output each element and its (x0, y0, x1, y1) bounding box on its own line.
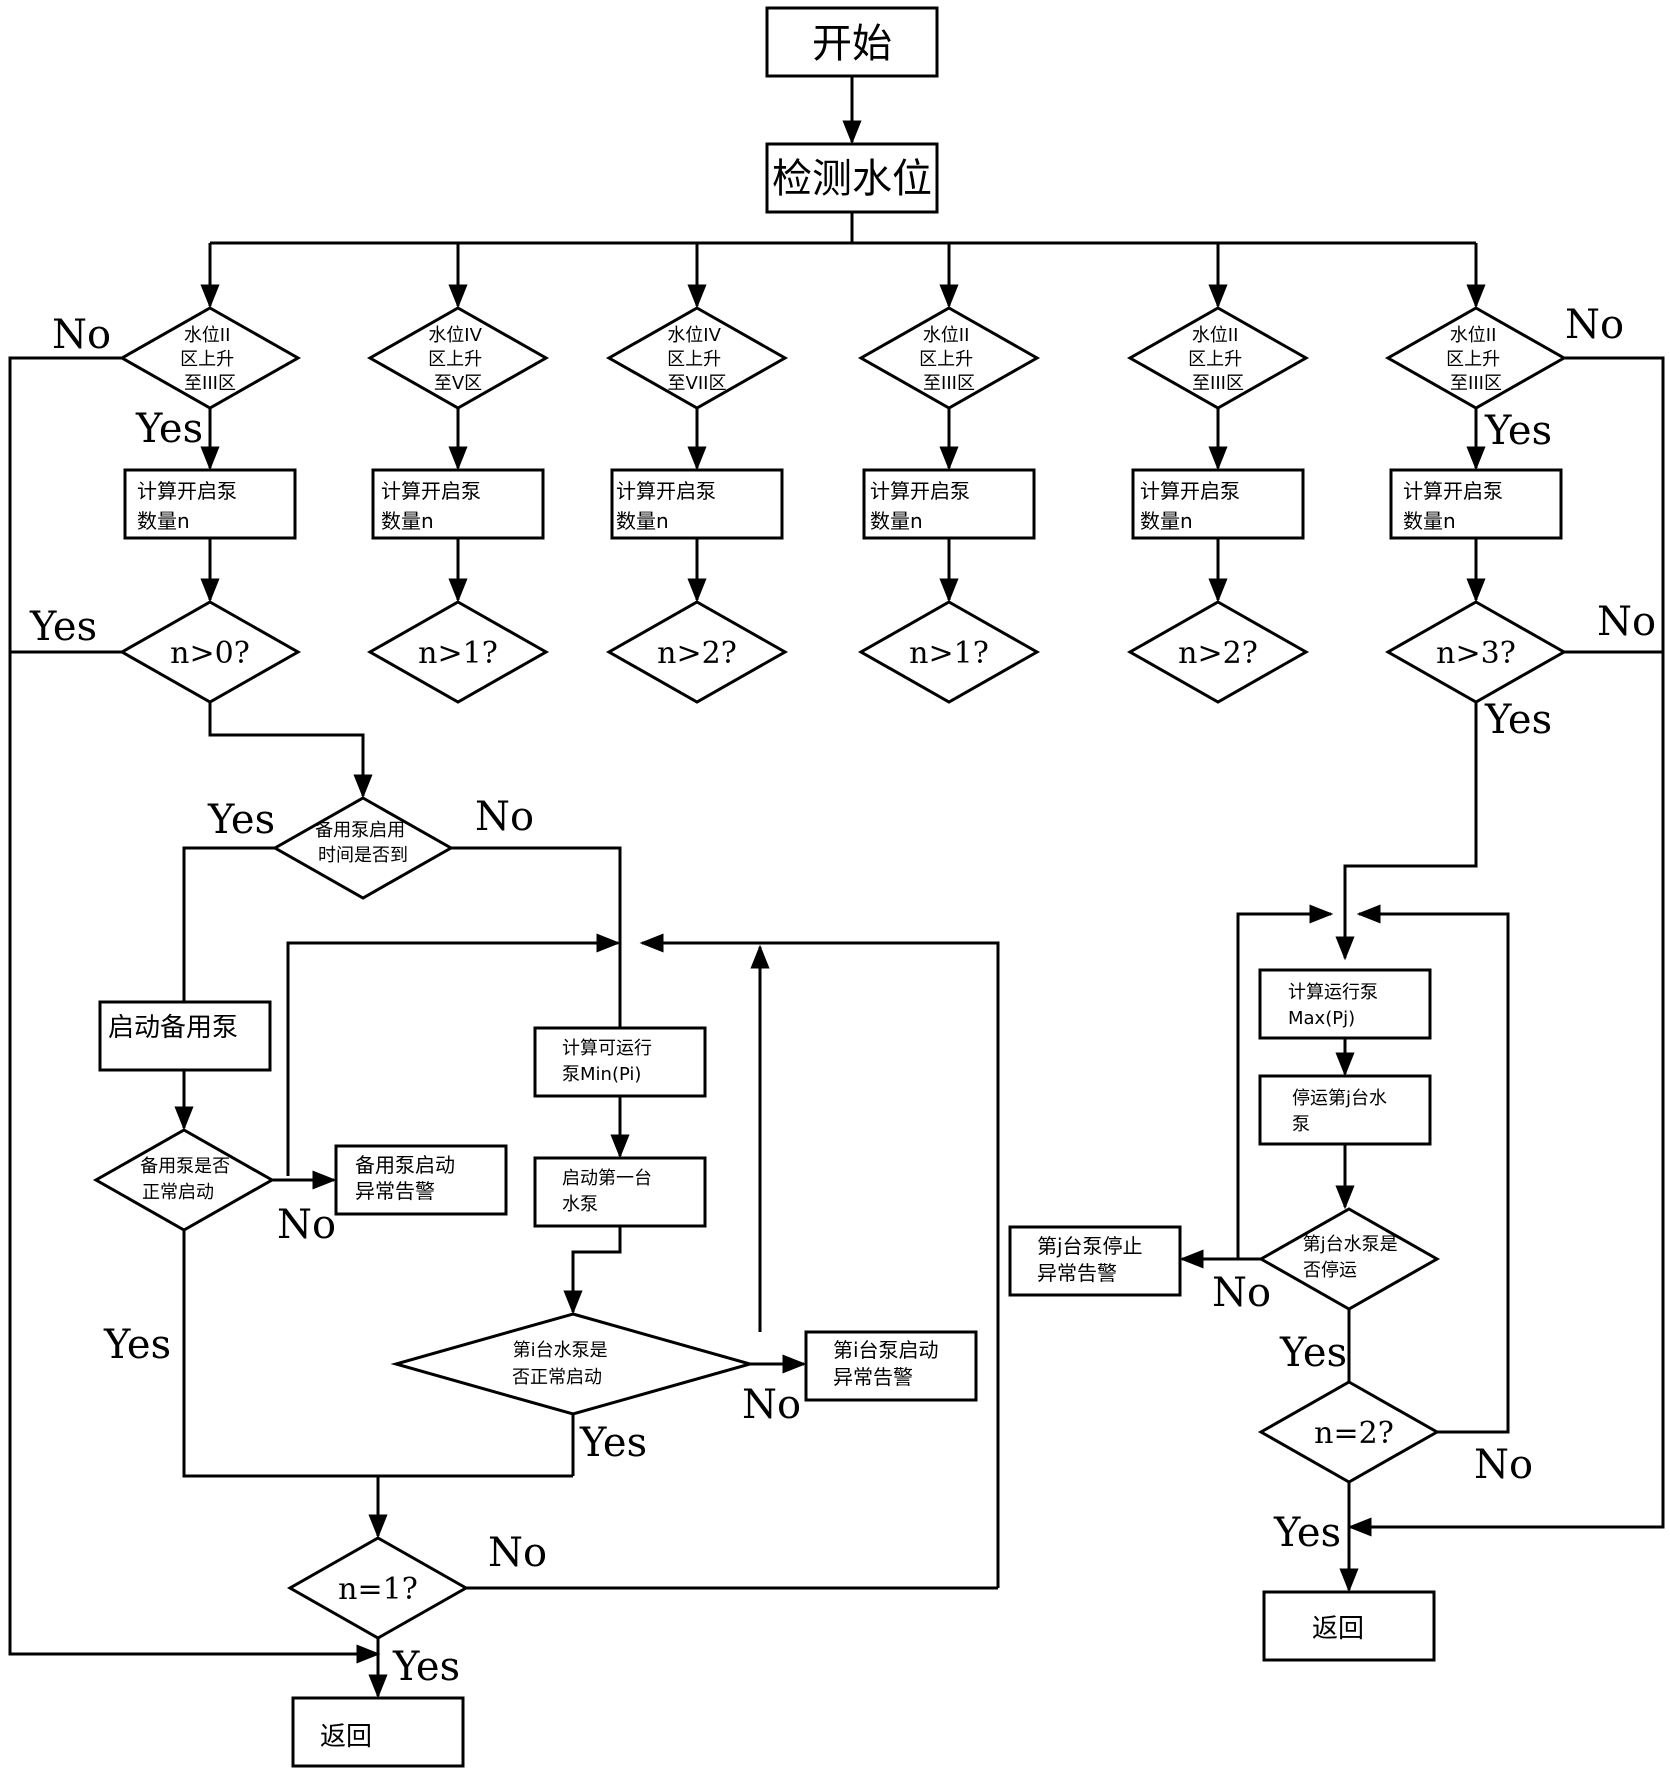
label-yes-zone6: Yes (1484, 408, 1552, 454)
label-yes-backup-ok: Yes (103, 1322, 171, 1368)
pump-i-start-ok-decision: 第i台水泵是 否正常启动 (390, 1312, 756, 1416)
start-label: 开始 (812, 21, 892, 67)
label-yes-n0: Yes (29, 604, 97, 650)
svg-text:计算开启泵数量n: 计算开启泵数量n (381, 479, 481, 533)
svg-text:停运第j台水泵: 停运第j台水泵 (1292, 1088, 1387, 1135)
label-no-backup-time: No (475, 794, 534, 840)
n-equals-1-decision: n=1? (286, 1536, 470, 1640)
svg-text:返回: 返回 (1312, 1614, 1364, 1644)
svg-text:n>3?: n>3? (1436, 636, 1516, 671)
label-yes-pump-i: Yes (579, 1420, 647, 1466)
svg-text:备用泵启用 时间是否到: 备用泵启用 时间是否到 (315, 820, 411, 866)
svg-text:启动备用泵: 启动备用泵 (108, 1013, 238, 1043)
svg-text:水位II 区上升 至III区: 水位II 区上升 至III区 (180, 325, 240, 394)
svg-text:水位IV 区上升 至VII区: 水位IV 区上升 至VII区 (667, 325, 727, 394)
label-yes-n2: Yes (1273, 1510, 1341, 1556)
svg-text:第j台泵停止异常告警: 第j台泵停止异常告警 (1037, 1234, 1143, 1285)
label-yes-zone1: Yes (135, 406, 203, 452)
detect-water-level-node: 检测水位 (765, 142, 939, 214)
return-left-node: 返回 (291, 1696, 465, 1768)
label-no-n1: No (488, 1530, 547, 1576)
calc-pump-count-2: 计算开启泵数量n (371, 468, 545, 540)
right-no-return-line (1347, 356, 1665, 1537)
label-no-pump-i: No (742, 1382, 801, 1428)
zone-decision-5: 水位II 区上升 至III区 (1126, 306, 1310, 410)
label-no-zone1: No (52, 312, 111, 358)
svg-text:计算开启泵数量n: 计算开启泵数量n (870, 479, 970, 533)
svg-text:水位II 区上升 至III区: 水位II 区上升 至III区 (919, 325, 979, 394)
label-yes-n1: Yes (392, 1644, 460, 1690)
svg-text:计算开启泵数量n: 计算开启泵数量n (1140, 479, 1240, 533)
backup-alarm-node: 备用泵启动异常告警 (334, 1144, 508, 1216)
left-no-return-line (8, 356, 381, 1664)
backup-start-ok-decision: 备用泵是否 正常启动 (92, 1128, 276, 1232)
svg-text:备用泵启动异常告警: 备用泵启动异常告警 (355, 1153, 455, 1203)
zone-decision-4: 水位II 区上升 至III区 (857, 306, 1041, 410)
stop-j-alarm-node: 第j台泵停止异常告警 (1008, 1225, 1182, 1297)
zone-decision-1: 水位II 区上升 至III区 (118, 306, 302, 410)
pump-i-alarm-node: 第i台泵启动异常告警 (804, 1330, 978, 1402)
start-backup-pump-node: 启动备用泵 (98, 1000, 272, 1072)
svg-text:计算开启泵数量n: 计算开启泵数量n (137, 479, 237, 533)
start-first-pump-node: 启动第一台水泵 (533, 1156, 707, 1228)
backup-time-decision: 备用泵启用 时间是否到 (271, 796, 455, 900)
calc-pump-count-6: 计算开启泵数量n (1389, 468, 1563, 540)
count-decision-2: n>1? (366, 600, 550, 704)
svg-text:水位II 区上升 至III区: 水位II 区上升 至III区 (1188, 325, 1248, 394)
svg-text:返回: 返回 (320, 1722, 372, 1752)
calc-pump-count-5: 计算开启泵数量n (1131, 468, 1305, 540)
detect-label: 检测水位 (772, 156, 932, 202)
label-yes-n3: Yes (1484, 697, 1552, 743)
svg-text:水位IV 区上升 至V区: 水位IV 区上升 至V区 (428, 325, 488, 394)
zone-decision-3: 水位IV 区上升 至VII区 (605, 306, 789, 410)
label-no-n3: No (1597, 599, 1656, 645)
svg-text:n>2?: n>2? (1178, 636, 1258, 671)
svg-text:n=2?: n=2? (1314, 1416, 1394, 1451)
stop-pump-j-node: 停运第j台水泵 (1258, 1074, 1432, 1146)
return-right-node: 返回 (1262, 1590, 1436, 1662)
count-decision-6: n>3? (1384, 600, 1568, 704)
start-node: 开始 (765, 6, 939, 78)
svg-text:第j台水泵是 否停运: 第j台水泵是 否停运 (1303, 1234, 1404, 1281)
zone-decision-2: 水位IV 区上升 至V区 (366, 306, 550, 410)
label-no-zone6: No (1565, 302, 1624, 348)
svg-text:计算开启泵数量n: 计算开启泵数量n (1403, 479, 1503, 533)
count-decision-4: n>1? (857, 600, 1041, 704)
zone-decision-6: 水位II 区上升 至III区 (1384, 306, 1568, 410)
count-decision-1: n>0? (118, 600, 302, 704)
count-decision-5: n>2? (1126, 600, 1310, 704)
pump-j-stopped-decision: 第j台水泵是 否停运 (1257, 1207, 1441, 1311)
svg-text:n>2?: n>2? (657, 636, 737, 671)
calc-pump-count-4: 计算开启泵数量n (862, 468, 1036, 540)
svg-text:第i台泵启动异常告警: 第i台泵启动异常告警 (833, 1338, 939, 1389)
count-decision-3: n>2? (605, 600, 789, 704)
label-yes-pump-j: Yes (1279, 1330, 1347, 1376)
label-no-n2: No (1474, 1442, 1533, 1488)
n-equals-2-decision: n=2? (1257, 1380, 1441, 1484)
svg-text:第i台水泵是 否正常启动: 第i台水泵是 否正常启动 (512, 1340, 613, 1388)
svg-text:计算开启泵数量n: 计算开启泵数量n (616, 479, 716, 533)
svg-text:n>1?: n>1? (418, 636, 498, 671)
svg-text:计算可运行泵Min(Pi): 计算可运行泵Min(Pi) (562, 1038, 652, 1085)
svg-text:n>1?: n>1? (909, 636, 989, 671)
svg-text:启动第一台水泵: 启动第一台水泵 (562, 1168, 652, 1215)
calc-pump-count-3: 计算开启泵数量n (610, 468, 784, 540)
calc-min-pump-node: 计算可运行泵Min(Pi) (533, 1026, 707, 1098)
svg-text:n=1?: n=1? (338, 1572, 418, 1607)
label-no-backup-ok: No (277, 1202, 336, 1248)
label-yes-backup-time: Yes (207, 797, 275, 843)
svg-text:备用泵是否 正常启动: 备用泵是否 正常启动 (140, 1156, 236, 1203)
svg-text:水位II 区上升 至III区: 水位II 区上升 至III区 (1446, 325, 1506, 394)
calc-pump-count-1: 计算开启泵数量n (123, 468, 297, 540)
svg-text:n>0?: n>0? (170, 636, 250, 671)
label-no-pump-j: No (1212, 1270, 1271, 1316)
